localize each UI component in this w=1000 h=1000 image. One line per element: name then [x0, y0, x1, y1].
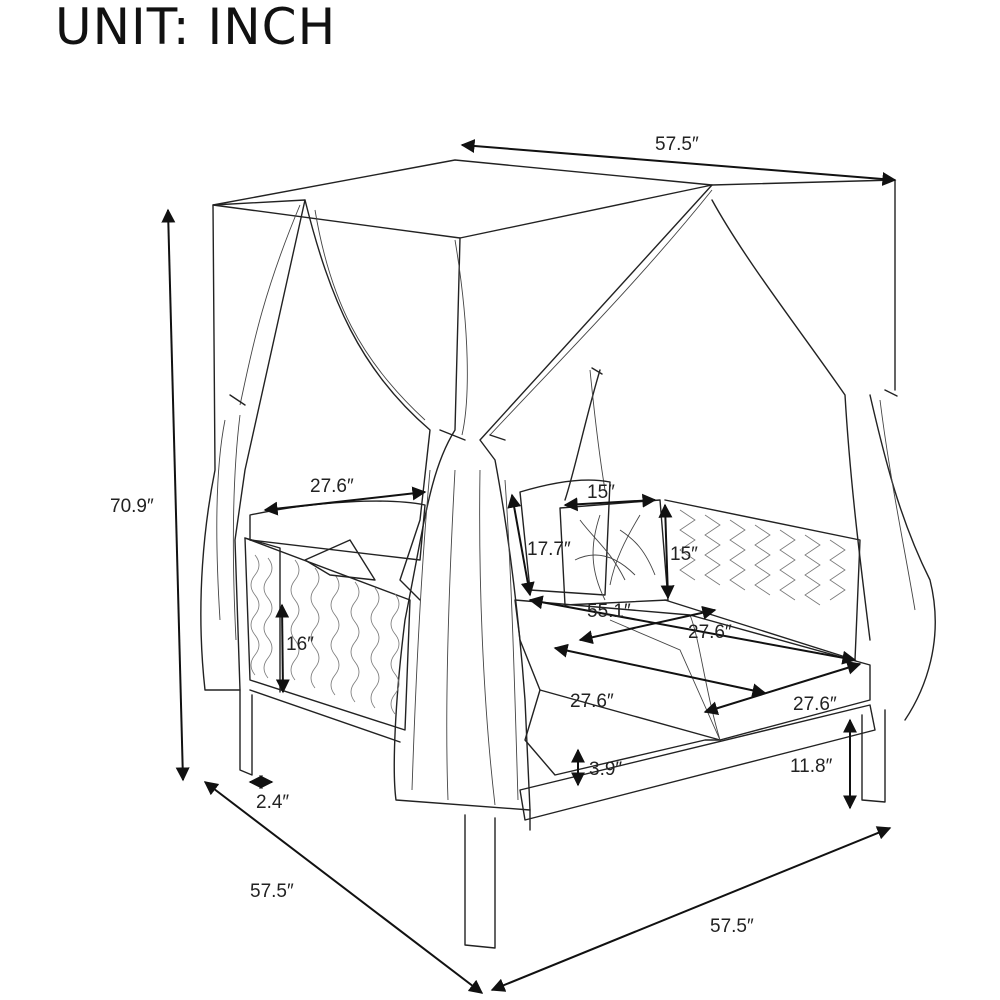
arrow-seat-depth-front [553, 643, 767, 698]
arrow-left-cushion [263, 486, 427, 516]
label-leg-width: 2.4″ [256, 792, 289, 813]
dimension-arrows [161, 139, 897, 994]
label-seat-depth-front: 27.6″ [570, 691, 614, 712]
label-left-cushion-width: 27.6″ [310, 476, 354, 497]
arrow-pillow-height [658, 503, 675, 600]
label-pillow-width: 15″ [587, 482, 615, 503]
unit-title: UNIT: INCH [55, 0, 337, 56]
label-base-width: 57.5″ [710, 916, 754, 937]
arrow-base-depth [203, 781, 484, 994]
label-arm-height: 16″ [286, 634, 314, 655]
arrow-seat-depth-back [578, 605, 717, 645]
arrow-base-width [490, 826, 892, 992]
label-seat-depth-back: 27.6″ [688, 622, 732, 643]
label-pillow-height: 15″ [670, 544, 698, 565]
label-backrest-height: 17.7″ [527, 539, 571, 560]
label-inner-width: 55.1″ [587, 601, 631, 622]
arrow-total-height [161, 208, 190, 782]
arrow-arm-height [275, 603, 290, 694]
arrow-pillow-width [563, 493, 657, 512]
label-cushion-thickness: 3.9″ [589, 759, 622, 780]
dimension-labels: 57.5″ 70.9″ 27.6″ 15″ 17.7″ 15″ 55.1″ 27… [110, 134, 837, 937]
label-canopy-width: 57.5″ [655, 134, 699, 155]
arrow-canopy-width [460, 139, 897, 186]
label-seat-width-right: 27.6″ [793, 694, 837, 715]
arrow-seat-width-right [703, 661, 862, 715]
label-total-height: 70.9″ [110, 496, 154, 517]
label-seat-height: 11.8″ [790, 756, 833, 777]
label-base-depth: 57.5″ [250, 881, 294, 902]
arrow-backrest-height [507, 493, 535, 597]
